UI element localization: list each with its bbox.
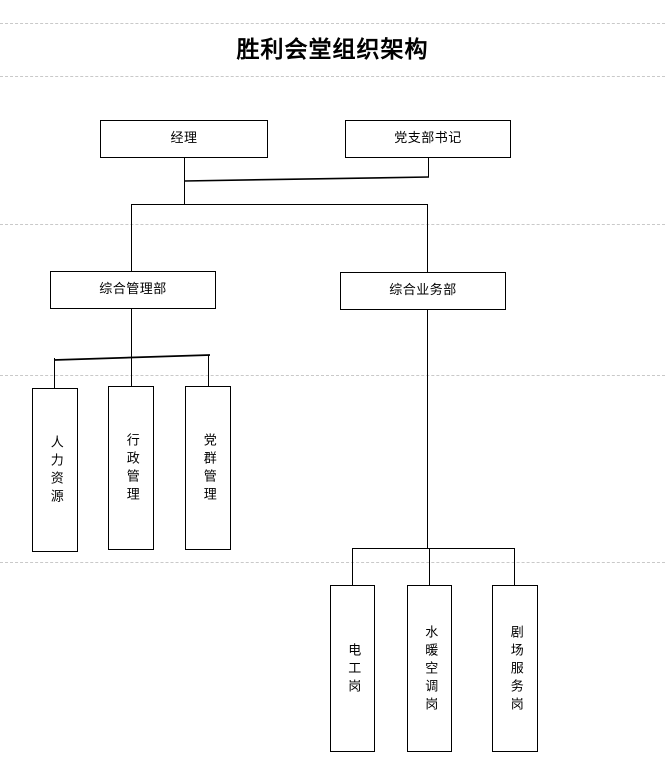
connector-left-branch-stem — [131, 309, 133, 358]
connector-right-branch-bus — [352, 548, 515, 550]
connector-party-mass-management-drop — [208, 355, 210, 386]
page-guide-line — [0, 224, 665, 225]
connector-general-management-dept-drop — [131, 204, 133, 271]
node-manager[interactable]: 经理 — [100, 120, 268, 158]
node-electrician-post[interactable]: 电工岗 — [330, 585, 375, 752]
page-guide-line — [0, 562, 665, 563]
node-administration-management[interactable]: 行政管理 — [108, 386, 154, 550]
connector-hvac-post-drop — [429, 548, 431, 585]
page-title: 胜利会堂组织架构 — [236, 36, 429, 63]
connector-administration-management-drop — [131, 356, 133, 386]
connector-level2-bus — [131, 204, 428, 206]
node-party-mass-management[interactable]: 党群管理 — [185, 386, 231, 550]
node-general-management-dept[interactable]: 综合管理部 — [50, 271, 216, 309]
node-human-resources[interactable]: 人力资源 — [32, 388, 78, 552]
page-guide-line — [0, 375, 665, 376]
node-hvac-post[interactable]: 水暖空调岗 — [407, 585, 452, 752]
connector-level1-join — [183, 176, 430, 182]
page-guide-line — [0, 76, 665, 77]
connector-left-branch-bus — [53, 354, 211, 361]
node-theater-service-post[interactable]: 剧场服务岗 — [492, 585, 538, 752]
page-guide-line — [0, 23, 665, 24]
node-party-secretary[interactable]: 党支部书记 — [345, 120, 511, 158]
connector-electrician-post-drop — [352, 548, 354, 585]
node-general-business-dept[interactable]: 综合业务部 — [340, 272, 506, 310]
connector-party-secretary-drop — [428, 158, 430, 177]
connector-human-resources-drop — [54, 358, 56, 388]
connector-manager-drop — [184, 158, 186, 180]
connector-general-business-dept-drop — [427, 204, 429, 272]
connector-theater-service-post-drop — [514, 548, 516, 585]
connector-right-branch-stem — [427, 310, 429, 548]
connector-level1-stem — [184, 180, 186, 204]
